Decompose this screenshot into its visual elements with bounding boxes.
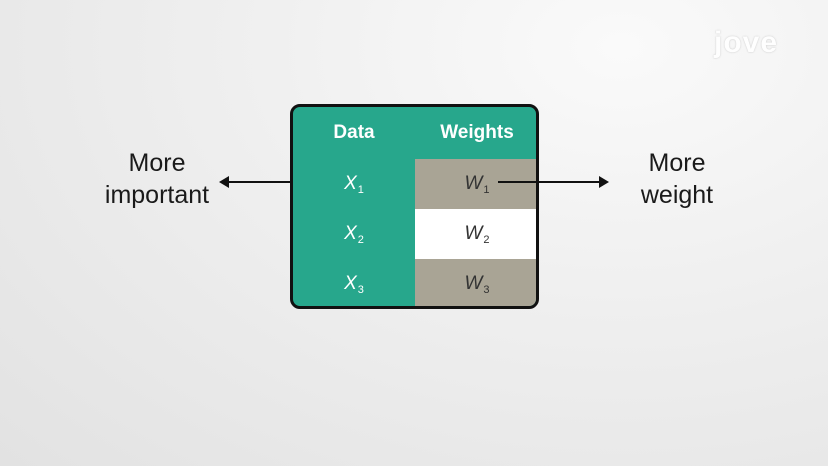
more-weight-line2: weight (640, 181, 714, 209)
weight-cell-w3: W3 (415, 259, 536, 306)
weight-var: W (464, 273, 483, 294)
weights-column-header: Weights (440, 122, 514, 143)
weight-subscript: 2 (483, 234, 490, 246)
more-weight-label: More weight (622, 147, 732, 211)
jove-logo: jove (714, 26, 779, 59)
weight-cell-w1: W1 (415, 159, 536, 209)
weight-subscript: 1 (483, 184, 490, 196)
weight-subscript: 3 (483, 284, 490, 296)
left-arrow (219, 176, 336, 188)
data-subscript: 2 (357, 234, 364, 246)
more-important-line1: More (128, 149, 186, 177)
more-important-line2: important (104, 181, 210, 209)
right-arrow (498, 176, 609, 188)
data-column-header: Data (333, 122, 375, 143)
data-subscript: 3 (357, 284, 364, 296)
weight-var: W (464, 173, 483, 194)
weight-var: W (464, 223, 483, 244)
data-var: X (344, 273, 357, 294)
data-weights-table: Data Weights X1 W1 X2 W2 X3 W3 (290, 104, 539, 309)
data-subscript: 1 (357, 184, 364, 196)
data-var: X (344, 173, 357, 194)
weight-cell-w2: W2 (415, 209, 536, 259)
data-var: X (344, 223, 357, 244)
more-weight-line1: More (648, 149, 706, 177)
data-cell-x2: X2 (293, 209, 415, 259)
more-important-label: More important (92, 147, 222, 211)
data-cell-x3: X3 (293, 259, 415, 306)
data-cell-x1: X1 (293, 159, 415, 209)
